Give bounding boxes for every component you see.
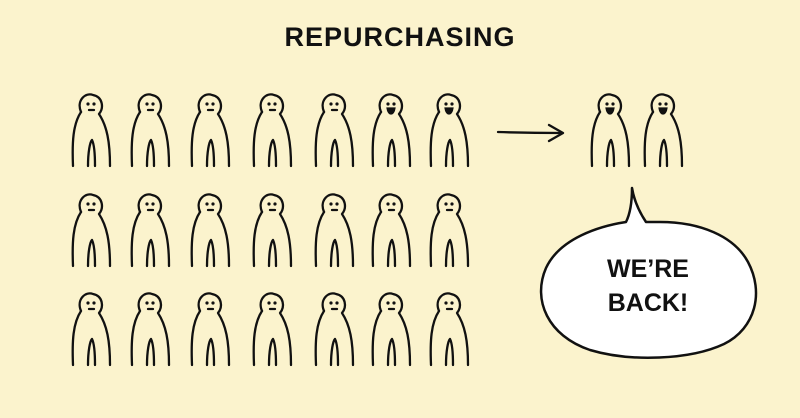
person-icon [130, 93, 171, 168]
speech-line-1: WE’RE [607, 255, 689, 283]
happy-person-icon [590, 93, 631, 168]
person-icon [429, 193, 470, 268]
person-icon [252, 292, 293, 367]
person-icon [71, 193, 112, 268]
happy-person-icon [371, 93, 412, 168]
person-icon [252, 193, 293, 268]
person-icon [190, 292, 231, 367]
person-icon [252, 93, 293, 168]
speech-line-2: BACK! [607, 289, 689, 317]
person-icon [314, 292, 355, 367]
person-icon [190, 93, 231, 168]
speech-bubble [539, 186, 758, 359]
person-icon [429, 292, 470, 367]
happy-person-icon [643, 93, 684, 168]
returning-customers [590, 93, 684, 168]
happy-person-icon [429, 93, 470, 168]
person-icon [71, 292, 112, 367]
person-icon [314, 193, 355, 268]
person-icon [190, 193, 231, 268]
arrow-right-icon [496, 123, 565, 143]
person-icon [71, 93, 112, 168]
page-title: REPURCHASING [284, 22, 516, 52]
person-icon [130, 193, 171, 268]
person-icon [371, 292, 412, 367]
person-icon [314, 93, 355, 168]
person-icon [130, 292, 171, 367]
customer-group [71, 93, 470, 367]
speech-bubble-text: WE’RE BACK! [562, 252, 734, 320]
person-icon [371, 193, 412, 268]
